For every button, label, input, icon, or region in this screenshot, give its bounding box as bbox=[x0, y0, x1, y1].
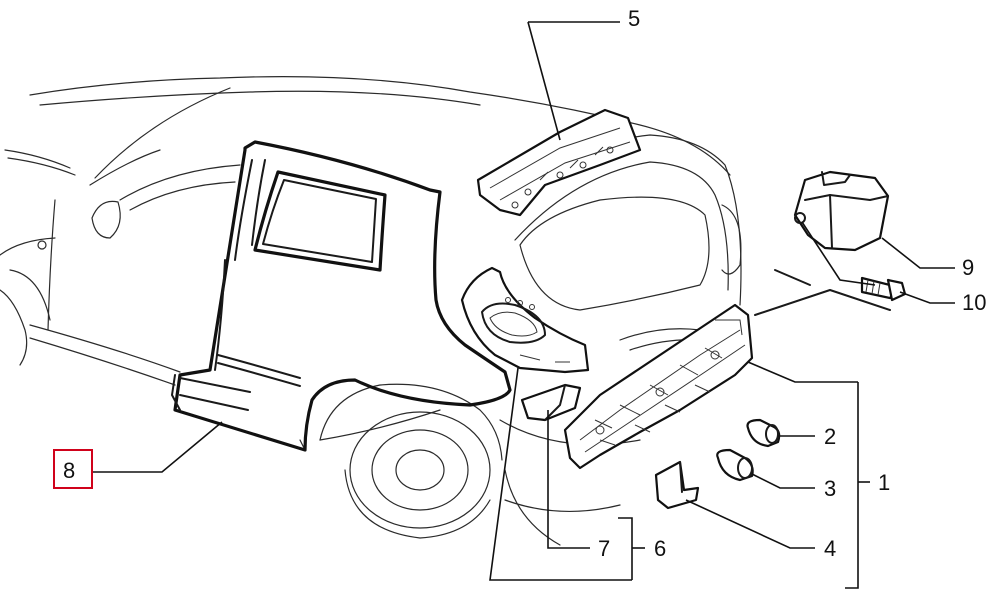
part-3-plug bbox=[716, 448, 754, 482]
part-4-angle-bracket bbox=[654, 460, 700, 510]
callout-6: 6 bbox=[654, 536, 666, 561]
callout-4: 4 bbox=[824, 536, 836, 561]
part-1-rear-panel bbox=[563, 303, 754, 470]
part-6-wheelhouse-panel bbox=[460, 266, 590, 374]
callout-9: 9 bbox=[962, 255, 974, 280]
callout-1: 1 bbox=[878, 470, 890, 495]
leader-lines bbox=[92, 21, 955, 589]
callout-8: 8 bbox=[63, 458, 75, 483]
part-10-bolt bbox=[860, 276, 907, 302]
part-5-roof-crossmember bbox=[476, 108, 642, 217]
callout-5: 5 bbox=[628, 6, 640, 31]
callout-8-highlight-box bbox=[53, 449, 93, 489]
callout-labels: 5 9 10 2 3 1 4 7 6 8 bbox=[53, 6, 986, 561]
callout-7: 7 bbox=[598, 536, 610, 561]
part-7-bracket bbox=[520, 383, 582, 422]
callout-10: 10 bbox=[962, 290, 986, 315]
car-body-outline bbox=[0, 76, 742, 546]
part-8-quarter-panel bbox=[171, 140, 512, 452]
part-2-plug bbox=[746, 418, 781, 448]
part-9-box-bracket bbox=[793, 170, 890, 252]
callout-3: 3 bbox=[824, 476, 836, 501]
callout-2: 2 bbox=[824, 424, 836, 449]
break-lines bbox=[754, 269, 891, 316]
